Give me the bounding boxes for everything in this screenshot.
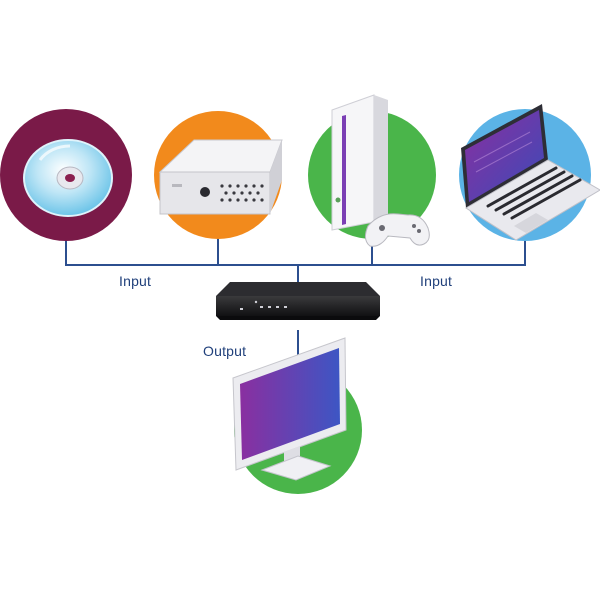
laptop-device: [459, 104, 600, 241]
disc-icon: [23, 139, 113, 217]
controller-icon: [364, 213, 430, 247]
monitor-device: [232, 337, 362, 494]
switch-box-icon: [216, 282, 380, 320]
media-box-icon: [158, 139, 283, 215]
input-label-right: Input: [420, 273, 453, 289]
laptop-icon: [461, 104, 600, 241]
input-label-left: Input: [119, 273, 152, 289]
disc-device: [0, 109, 132, 241]
game-console-icon: [331, 94, 430, 247]
console-device: [308, 94, 436, 247]
media-box-device: [154, 111, 283, 239]
monitor-icon: [232, 337, 347, 481]
output-label: Output: [203, 343, 247, 359]
input-bus-line: [65, 238, 526, 266]
